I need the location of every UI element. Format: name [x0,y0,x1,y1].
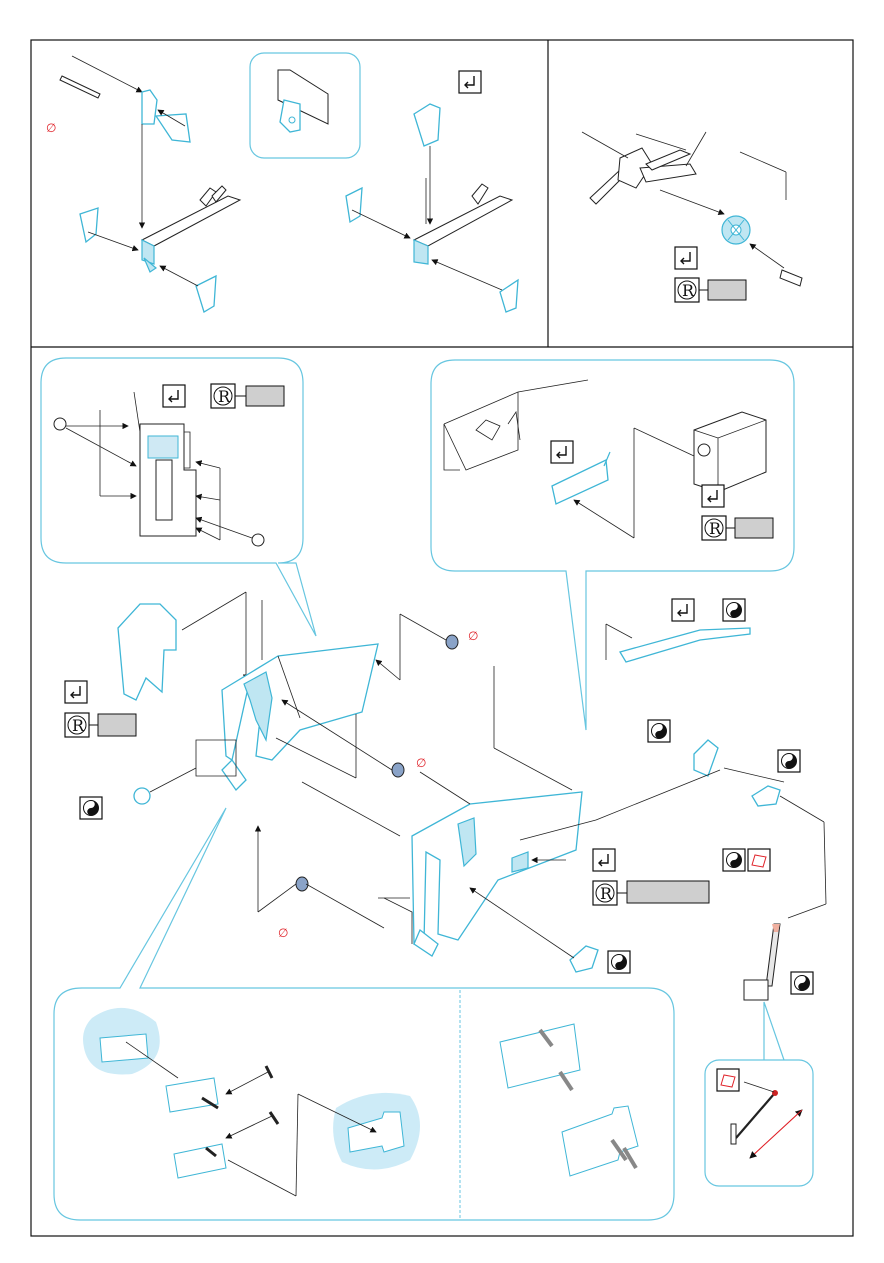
detail-bubble-upper [250,53,360,158]
frame-rail-2 [414,196,512,246]
resin-R-icon [593,881,617,905]
frame-rail [142,196,240,246]
yin-yang-icon [608,951,630,973]
dimension-mark [772,1090,778,1096]
ring-part-right [252,534,264,546]
ring-part [54,418,66,430]
remove-mark-icon: ∅ [468,629,478,643]
pe-bracket-plate [156,114,190,142]
pe-long-strip [620,628,750,662]
grey-tag [735,518,773,538]
pe-shield-panel [118,604,176,700]
scribe-template-icon [748,849,770,871]
yin-yang-icon [80,797,102,819]
yin-yang-icon [723,599,745,621]
callout-bubble-right [431,360,794,730]
resin-R-icon [702,516,726,540]
pe-side-plate-left [80,208,98,242]
resin-R-icon [675,278,699,302]
grey-tag [708,280,746,300]
pe-side-plate-right-2 [500,280,518,312]
resin-R-icon [211,384,235,408]
bend-arrow-icon [551,441,573,463]
pin-part [780,270,802,286]
pe-washer [752,786,780,806]
upper-left-panel: ∅ [46,56,240,312]
remove-mark-icon: ∅ [416,756,426,770]
bend-arrow-icon [459,71,481,93]
bend-arrow-icon [65,681,87,703]
pe-side-plate-right [196,276,216,312]
pe-left-frame [222,644,378,760]
rod-part [60,76,100,98]
yin-yang-icon [723,849,745,871]
bend-arrow-icon [593,849,615,871]
grey-tag [246,386,284,406]
bend-arrow-icon [163,385,185,407]
yin-yang-icon [778,750,800,772]
pe-plate-a [100,1034,148,1062]
pe-right-frame [412,792,582,944]
yin-yang-icon [648,720,670,742]
pe-washer-low [570,946,598,972]
remove-mark-icon: ∅ [46,121,56,135]
yin-yang-icon [791,972,813,994]
remove-mark-icon: ∅ [278,926,288,940]
upper-right-panel [582,132,802,302]
upper-middle-assembly [346,71,518,312]
pe-mount-plate [694,740,718,776]
bend-arrow-icon [675,247,697,269]
pe-bracket-small [142,90,157,124]
scribe-template-icon [717,1069,739,1091]
grey-tag-wide [627,881,709,903]
pe-upright [414,104,440,146]
callout-bubble-bottom [54,808,674,1220]
tool-head [744,980,768,1000]
grey-tag [98,714,136,736]
resin-R-icon [65,713,89,737]
bend-arrow-icon [672,599,694,621]
bend-arrow-icon [702,485,724,507]
callout-bubble-left [41,358,316,636]
pe-side-plate-left-2 [346,188,362,222]
